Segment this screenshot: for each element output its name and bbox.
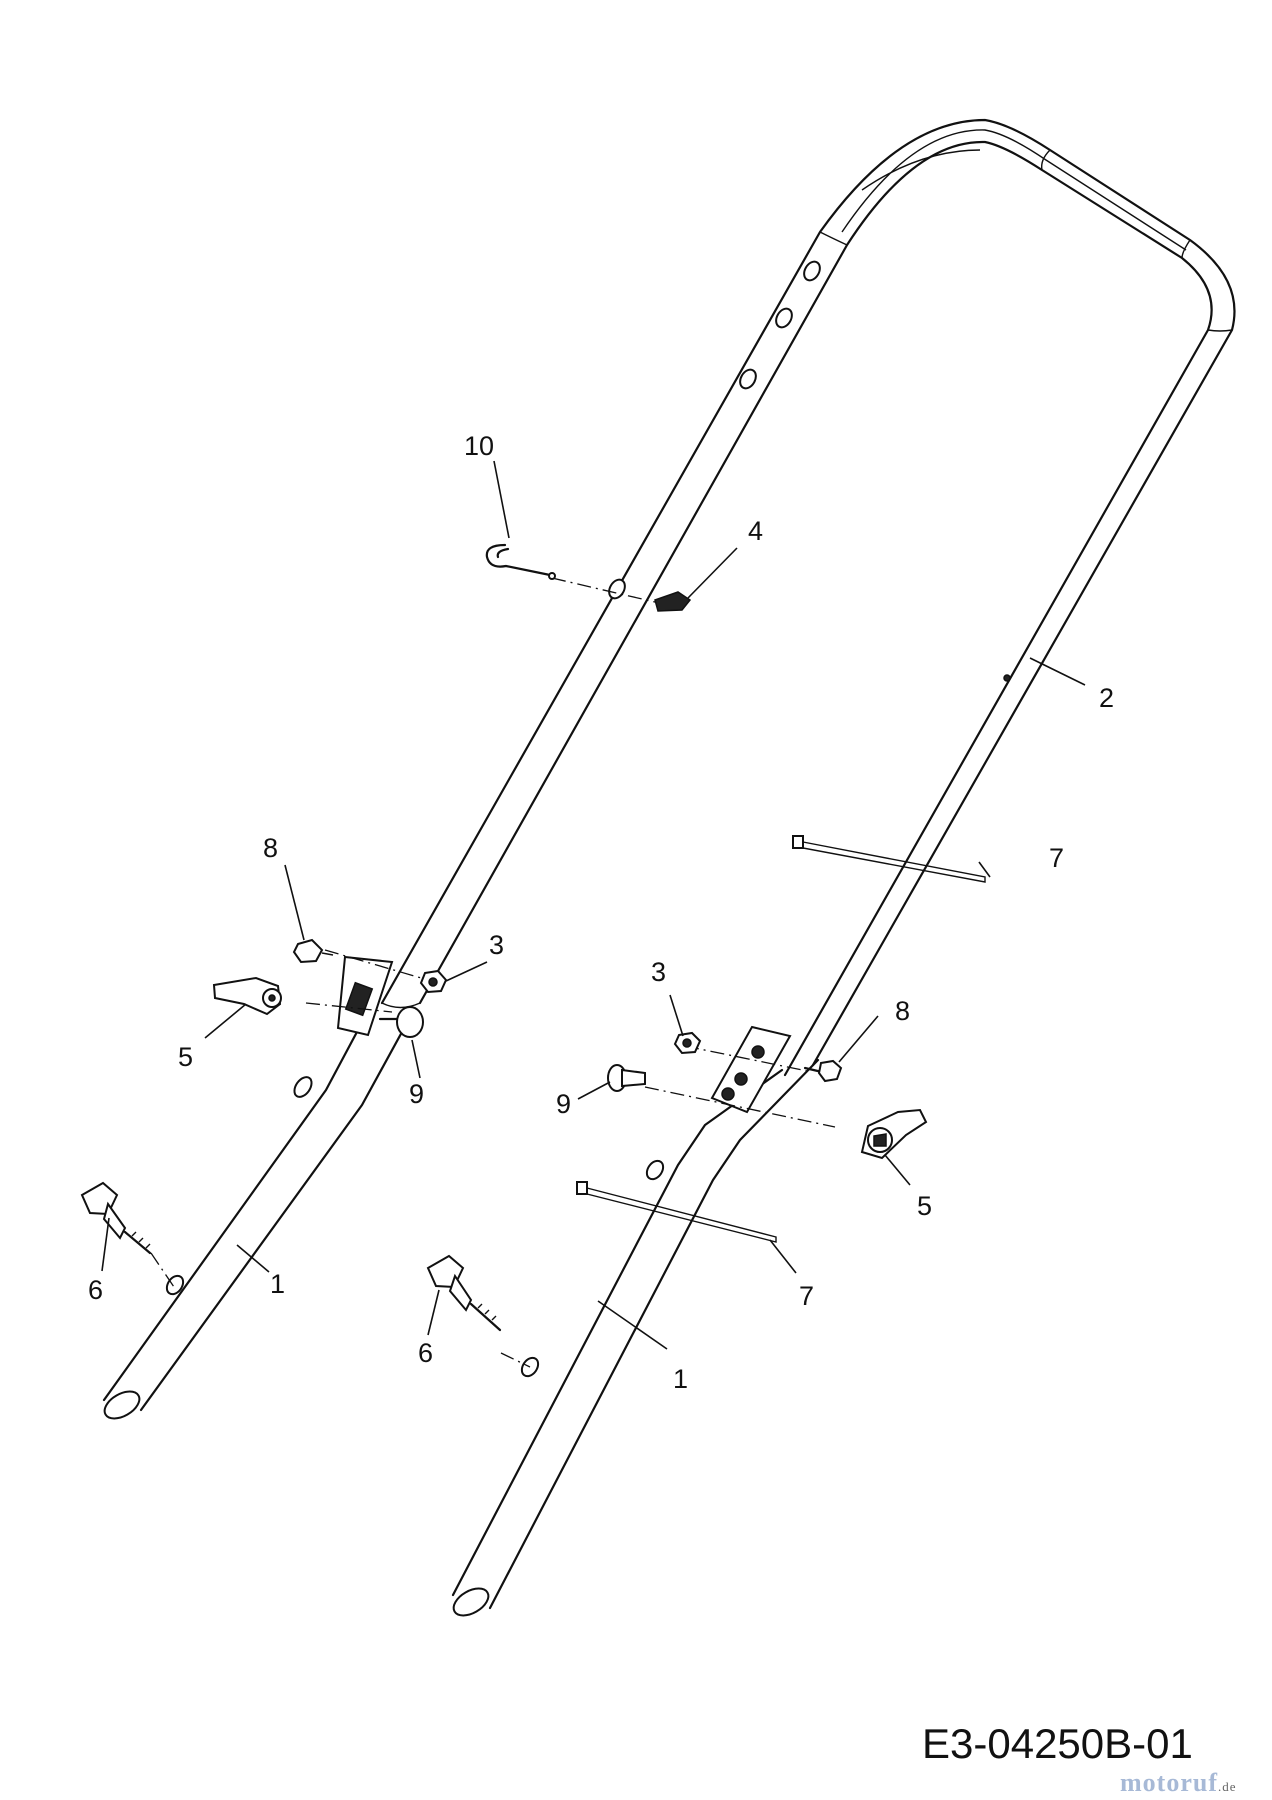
knob-bolt-right-part	[426, 1254, 502, 1332]
hex-bolt-right-part	[803, 1059, 843, 1083]
callout-cable-tie-lower: 7	[799, 1281, 814, 1311]
lower-handle-left	[102, 955, 416, 1420]
callout-knob-bolt-right: 6	[418, 1338, 433, 1368]
callout-lower-handle-left: 1	[270, 1269, 285, 1299]
carriage-bolt-left-part	[378, 1006, 424, 1038]
drawing-code: E3-04250B-01	[922, 1720, 1193, 1767]
hex-bolt-left-part	[292, 938, 334, 964]
callout-carriage-bolt-left: 9	[409, 1079, 424, 1109]
callout-hex-bolt-left: 8	[263, 833, 278, 863]
callout-wing-knob-right: 5	[917, 1191, 932, 1221]
handle-holes	[608, 260, 1011, 682]
cable-clip-part	[654, 591, 692, 612]
callouts: 10 4 2 8 7 3 3 8 5 9 9 5 6 1 7 6 1	[88, 431, 1114, 1394]
watermark-tld: .de	[1217, 1779, 1237, 1794]
cable-tie-lower-part	[576, 1181, 777, 1243]
callout-rope-guide: 10	[464, 431, 494, 461]
callout-cable-tie-upper: 7	[1049, 843, 1064, 873]
callout-lock-nut-right: 3	[651, 957, 666, 987]
wing-knob-left-part	[212, 976, 282, 1016]
callout-cable-clip: 4	[748, 516, 763, 546]
leader-lines	[101, 460, 1086, 1350]
callout-wing-knob-left: 5	[178, 1042, 193, 1072]
callout-hex-bolt-right: 8	[895, 996, 910, 1026]
rope-guide-part	[485, 543, 556, 580]
lock-nut-right-part	[673, 1031, 702, 1055]
callout-knob-bolt-left: 6	[88, 1275, 103, 1305]
knob-bolt-left-part	[80, 1181, 152, 1255]
watermark-brand: motoruf	[1120, 1768, 1218, 1797]
upper-handle	[380, 118, 1236, 1077]
carriage-bolt-right-part	[607, 1064, 646, 1092]
watermark-logo: motoruf.de	[1120, 1768, 1237, 1798]
lock-nut-left-part	[419, 969, 448, 994]
assembly-axes	[150, 577, 836, 1368]
lower-handle-right	[451, 1025, 820, 1617]
callout-lower-handle-right: 1	[673, 1364, 688, 1394]
callout-carriage-bolt-right: 9	[556, 1089, 571, 1119]
wing-knob-right-part	[860, 1108, 928, 1160]
callout-lock-nut-left: 3	[489, 930, 504, 960]
callout-upper-handle: 2	[1099, 683, 1114, 713]
cable-tie-upper-part	[792, 835, 986, 883]
